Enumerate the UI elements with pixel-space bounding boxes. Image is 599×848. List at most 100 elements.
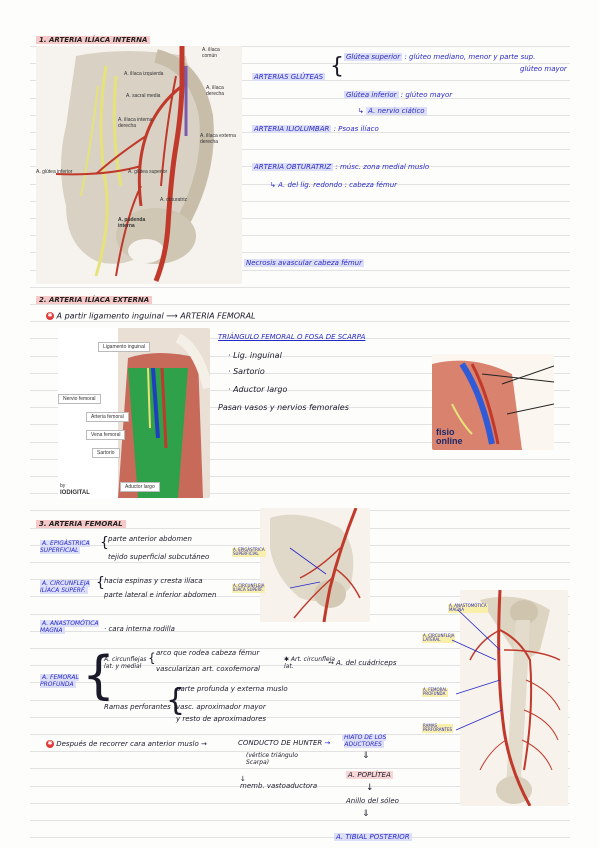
ruled-line [30, 218, 570, 219]
ruled-line [30, 700, 570, 701]
femoral-triangle-figure: Ligamento inguinal Nervio femoral Arteri… [58, 328, 210, 498]
ruled-line [30, 407, 570, 408]
label-sacral-media: A. sacral media [126, 93, 161, 99]
perf-3: y resto de aproximadores [176, 715, 267, 723]
arrow-hiato: ⇓ [362, 751, 370, 761]
label-vena-femoral: Vena femoral [86, 430, 126, 440]
circunfleja-2: parte lateral e inferior abdomen [104, 591, 217, 599]
ramas-perforantes: Ramas perforantes [104, 703, 171, 711]
ruled-line [30, 682, 570, 683]
triangulo-item-3: · Aductor largo [228, 385, 288, 394]
arco-note: arco que rodea cabeza fémur [156, 649, 260, 657]
arrow-anillo: ⇓ [362, 809, 370, 819]
ruled-line [30, 373, 570, 374]
label-aductor-largo: Aductor largo [120, 482, 160, 492]
triangulo-title: TRIÁNGULO FEMORAL O FOSA DE SCARPA [218, 333, 366, 341]
anastomotica-label: A. ANASTOMÓTICA MAGNA [40, 620, 99, 635]
hip-arteries-figure [260, 508, 370, 622]
section-2-title: 2. ARTERIA ILÍACA EXTERNA [36, 296, 153, 304]
conducto-hunter: CONDUCTO DE HUNTER → [238, 739, 331, 747]
label-pudenda-interna: A. pudenda interna [118, 217, 146, 229]
nervio-ciatico-note: ↳ A. nervio ciático [358, 107, 427, 115]
glutea-superior-note-2: glúteo mayor [520, 65, 567, 73]
label-iliaca-interna-derecha: A. ilíaca interna derecha [118, 117, 153, 129]
circunfleja-label: A. CIRCUNFLEJA ILÍACA SUPERF. [40, 580, 90, 595]
triangulo-item-2: · Sartorio [228, 367, 265, 376]
brace-epigastrica: { [100, 535, 109, 551]
femoral-triangle-illustration [118, 328, 210, 498]
ruled-line [30, 184, 570, 185]
anastomotica-desc: · cara interna rodilla [104, 625, 175, 633]
ruled-line [30, 63, 570, 64]
ruled-line [30, 734, 570, 735]
ruled-line [30, 235, 570, 236]
poplitea-note: A. POPLÍTEA [346, 771, 393, 779]
glutea-inferior-note: Glútea inferior : glúteo mayor [344, 91, 453, 99]
label-iliaca-izquierda: A. ilíaca izquierda [124, 71, 164, 77]
ruled-line [30, 648, 570, 649]
label-pointer-lines [451, 609, 503, 731]
ruled-line [30, 476, 570, 477]
brand-logo: IODIGITAL [60, 490, 90, 496]
epigastrica-1: parte anterior abdomen [108, 535, 192, 543]
brace-gluteas: { [330, 54, 344, 79]
profunda-label: A. FEMORAL PROFUNDA [40, 674, 79, 689]
epigastrica-label: A. EPIGÁSTRICA SUPERFICIAL [40, 540, 90, 555]
glutea-superior-note: Glútea superior : glúteo mediano, menor … [344, 53, 536, 61]
fig-label-circlat: A. CIRCUNFLEJA LATERAL [422, 633, 456, 643]
anillo-note: Anillo del sóleo [346, 797, 399, 805]
ruled-line [30, 338, 570, 339]
ruled-line [30, 768, 570, 769]
ruled-line [30, 98, 570, 99]
ruled-line [30, 717, 570, 718]
ruled-line [30, 270, 570, 271]
label-iliaca-derecha: A. ilíaca derecha [206, 85, 225, 97]
ruled-line [30, 820, 570, 821]
despues-note: ✱ Después de recorrer cara anterior musl… [46, 740, 207, 748]
label-obturatriz: A. obturatriz [160, 197, 187, 203]
label-sartorio: Sartorio [92, 448, 120, 458]
ruled-line [30, 631, 570, 632]
star-icon: ✱ [46, 312, 54, 320]
pelvis-illustration [55, 46, 214, 282]
femoral-vessels-illustration [432, 360, 554, 450]
femoral-origin-note: ✱ A partir ligamento inguinal ⟶ ARTERIA … [46, 311, 256, 321]
hip-illustration [270, 508, 361, 622]
cuadriceps-note: → A. del cuádriceps [328, 659, 397, 667]
ruled-line [30, 459, 570, 460]
art-circ-lat-note: ✱ Art. circunfleja lat. [284, 656, 335, 671]
iliolumbar-note: ARTERIA ILIOLUMBAR : Psoas ilíaco [252, 125, 379, 133]
ruled-line [30, 321, 570, 322]
ruled-line [30, 442, 570, 443]
ruled-line [30, 304, 570, 305]
pasan-note: Pasan vasos y nervios femorales [218, 403, 349, 412]
brand-by: by [60, 483, 66, 489]
arrow-poplitea: ↓ [366, 783, 374, 793]
ruled-line [30, 252, 570, 253]
conducto-sub: (vértice triángulo Scarpa) [246, 752, 298, 767]
fig-label-ramas: RAMAS PERFORANTES [422, 723, 454, 733]
triangulo-item-1: · Lig. inguinal [228, 351, 282, 360]
ruled-line [30, 115, 570, 116]
brace-circ: { [148, 651, 156, 665]
label-nervio-femoral: Nervio femoral [58, 394, 101, 404]
label-iliaca-externa-derecha: A. ilíaca externa derecha [200, 133, 236, 145]
fig-label-circ: A. CIRCUNFLEJA ILÍACA SUPERF. [232, 583, 266, 593]
ruled-line [30, 356, 570, 357]
ruled-line [30, 46, 570, 47]
ruled-line [30, 493, 570, 494]
thigh-arteries-figure [460, 590, 568, 806]
label-arteria-femoral: Arteria femoral [86, 412, 129, 422]
obturatriz-note: ARTERIA OBTURATRIZ : músc. zona medial m… [252, 163, 430, 171]
ruled-line [30, 786, 570, 787]
ruled-line [30, 751, 570, 752]
star-icon-2: ✱ [46, 740, 54, 748]
fig-label-epi: A. EPIGÁSTRICA SUPERFICIAL [232, 547, 266, 557]
ruled-line [30, 201, 570, 202]
tibial-note: A. TIBIAL POSTERIOR [334, 833, 412, 841]
label-ligamento-inguinal: Ligamento inguinal [98, 342, 150, 352]
ruled-line [30, 149, 570, 150]
perf-2: vasc. aproximador mayor [176, 703, 266, 711]
